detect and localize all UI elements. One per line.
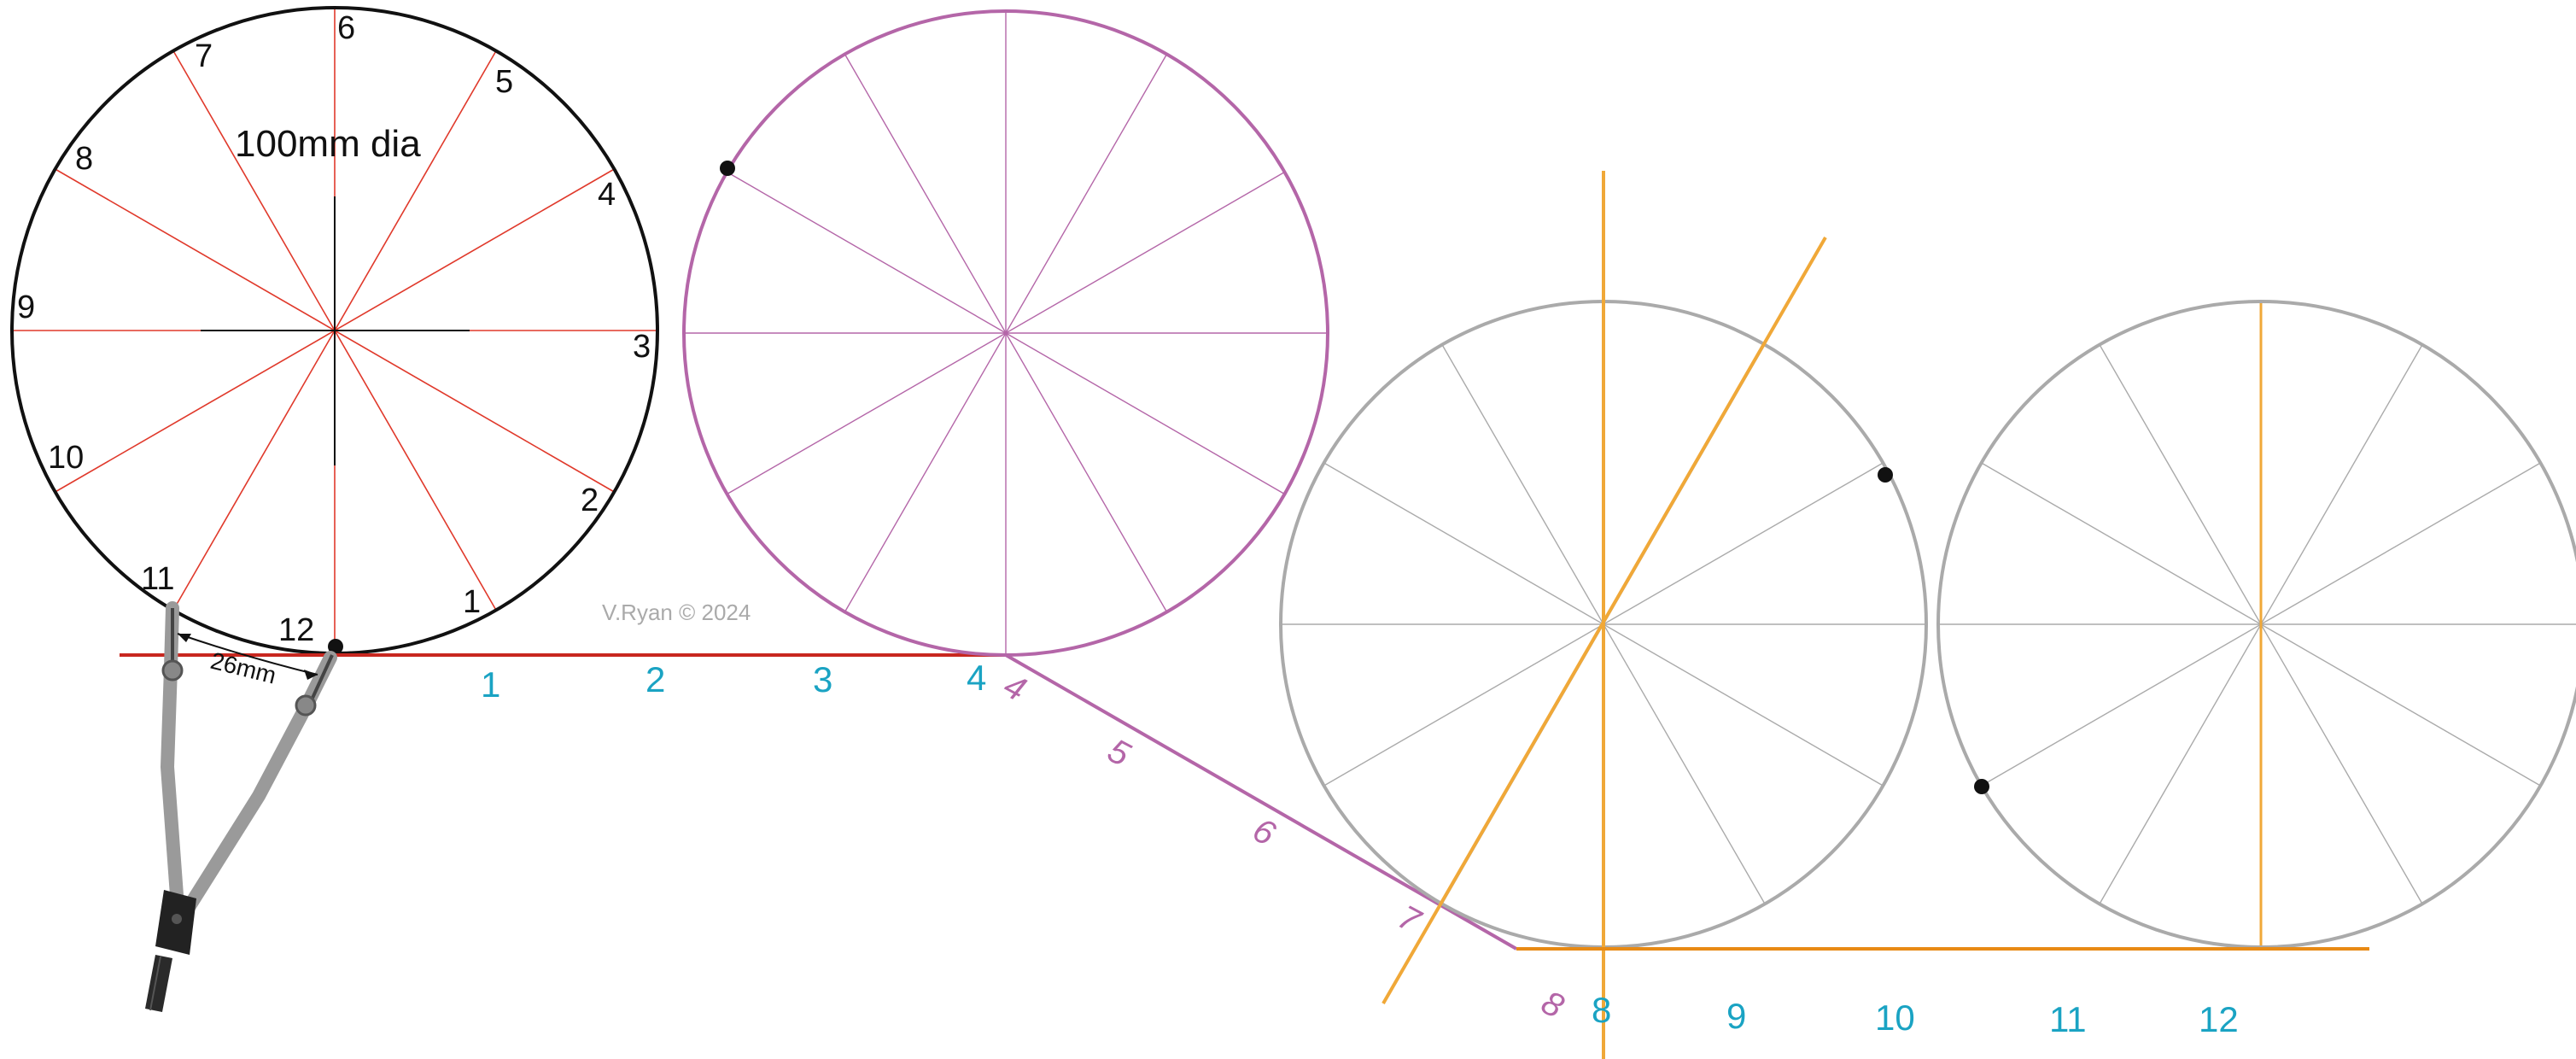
inclined-construction-line [1381, 236, 1827, 1005]
incline-number-5: 5 [1101, 732, 1136, 775]
circle-number-5: 5 [495, 64, 513, 100]
fourth-circle-division-lines [1938, 344, 2576, 904]
circle-number-12: 12 [278, 612, 314, 648]
division-line [727, 171, 1285, 495]
credit-text: V.Ryan © 2024 [602, 600, 751, 625]
point-marker-start [328, 639, 343, 654]
circle-number-10: 10 [48, 440, 84, 476]
baseline-number-2: 2 [645, 659, 665, 699]
incline-number-8: 8 [1535, 984, 1570, 1027]
circle-number-11: 11 [141, 561, 174, 597]
baseline-number-10: 10 [1875, 998, 1915, 1038]
baseline-number-9: 9 [1726, 996, 1746, 1036]
baseline-number-8: 8 [1592, 990, 1611, 1030]
baseline-number-3: 3 [813, 659, 832, 699]
second-circle-group [682, 9, 1329, 657]
circle-number-8: 8 [75, 141, 93, 177]
diameter-label: 100mm dia [235, 123, 421, 165]
second-circle-division-lines [684, 11, 1328, 655]
circle-number-1: 1 [463, 584, 481, 620]
incline-number-4: 4 [997, 667, 1031, 709]
circle-number-9: 9 [17, 290, 35, 325]
point-marker-fourth [1974, 779, 1989, 794]
fourth-circle-group [1936, 300, 2576, 949]
circle-number-3: 3 [633, 329, 651, 365]
point-marker-second [720, 161, 735, 176]
baseline-number-12: 12 [2199, 999, 2239, 1039]
baseline-number-1: 1 [481, 664, 500, 705]
compass-icon [145, 601, 337, 1012]
circle-number-2: 2 [581, 483, 599, 518]
circle-number-6: 6 [337, 10, 355, 46]
circle-number-7: 7 [195, 38, 213, 74]
inclined-line [1005, 653, 1517, 951]
first-circle-group: 6 7 5 8 4 9 3 10 2 11 12 1 100mm dia [10, 6, 659, 655]
incline-number-6: 6 [1247, 811, 1282, 854]
baseline-number-4: 4 [967, 658, 986, 698]
circle-number-4: 4 [598, 177, 616, 213]
point-marker-third [1878, 467, 1893, 483]
baseline-number-11: 11 [2049, 999, 2087, 1039]
